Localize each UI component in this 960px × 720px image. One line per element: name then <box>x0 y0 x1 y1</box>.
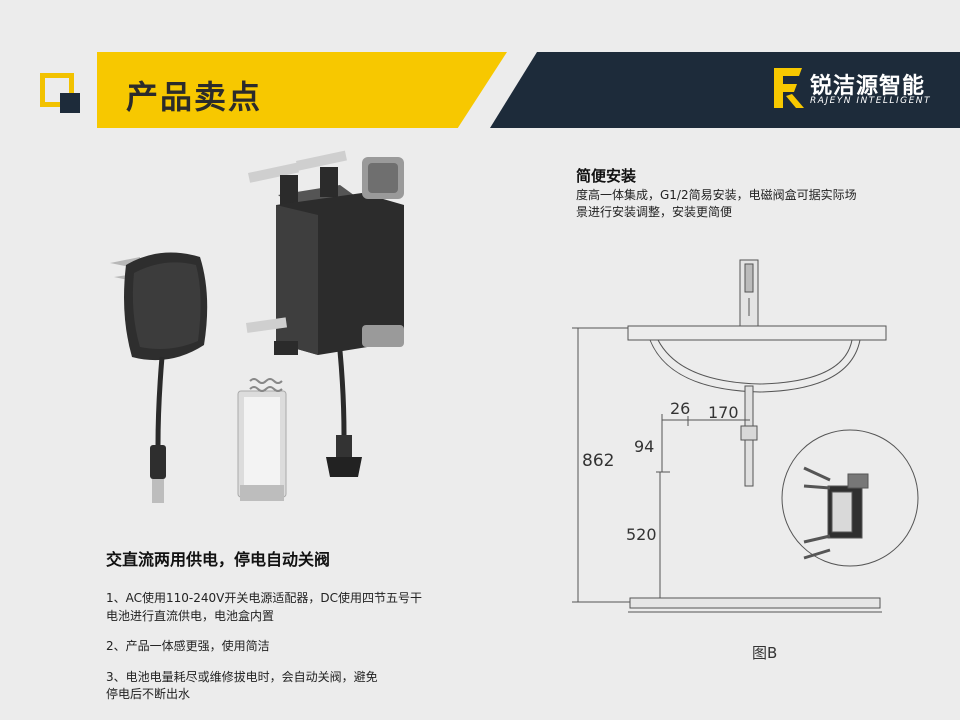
power-heading: 交直流两用供电，停电自动关阀 <box>106 550 331 569</box>
section-marker-icon <box>40 73 80 113</box>
valve-box-image <box>246 150 404 477</box>
brand-band <box>490 52 960 128</box>
installation-diagram: 862 26 170 94 520 <box>572 259 919 613</box>
dim-total: 862 <box>582 451 614 471</box>
install-desc-line2: 景进行安装调整，安装更简便 <box>576 205 733 219</box>
brand-f-icon <box>774 68 804 108</box>
figure-caption: 图B <box>752 644 778 662</box>
brand-logo: 锐洁源智能 RAJEYN INTELLIGENT <box>770 66 940 116</box>
page-title: 产品卖点 <box>126 78 263 116</box>
dim-26: 26 <box>670 399 690 418</box>
brand-name-en: RAJEYN INTELLIGENT <box>810 96 931 106</box>
install-desc-line1: 度高一体集成，G1/2简易安装，电磁阀盒可据实际场 <box>576 188 857 202</box>
brand-name-cn: 锐洁源智能 <box>810 74 926 99</box>
power-point1-line1: 1、AC使用110-240V开关电源适配器，DC使用四节五号干 <box>106 591 422 605</box>
power-point3-line2: 停电后不断出水 <box>106 687 191 701</box>
dim-520: 520 <box>626 525 657 544</box>
power-point1-line2: 电池进行直流供电，电池盒内置 <box>106 609 275 623</box>
dim-170: 170 <box>708 403 739 422</box>
dim-94: 94 <box>634 437 654 456</box>
product-illustration <box>110 150 404 503</box>
battery-box-image <box>237 378 287 501</box>
power-point3-line1: 3、电池电量耗尽或维修拔电时，会自动关阀，避免 <box>106 670 378 684</box>
power-adapter-image <box>110 252 208 503</box>
install-heading: 简便安装 <box>576 167 637 185</box>
title-band <box>97 52 507 128</box>
power-point2: 2、产品一体感更强，使用简洁 <box>106 639 270 653</box>
